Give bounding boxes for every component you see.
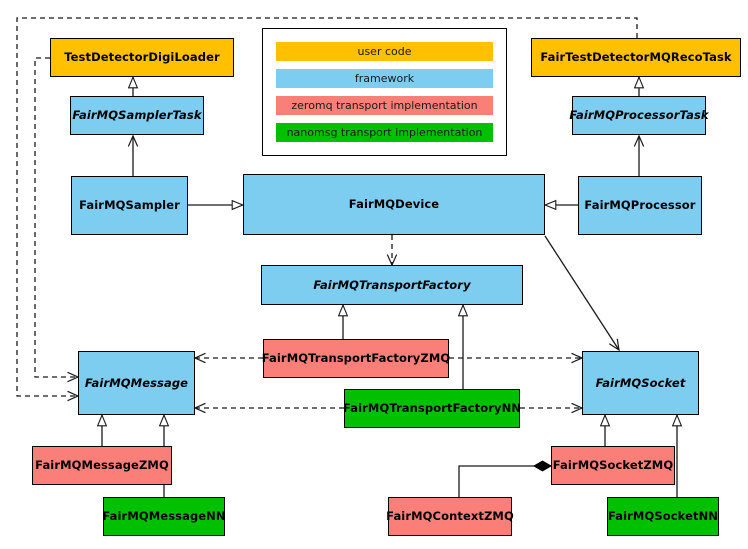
legend-label-user-code: user code [357,45,412,58]
class-node-fairmqsocketzmq[interactable]: FairMQSocketZMQ [551,446,675,485]
class-label-fairmqsocket: FairMQSocket [595,375,686,390]
legend-label-zeromq: zeromq transport implementation [291,99,478,112]
class-node-testdetectordigiloader[interactable]: TestDetectorDigiLoader [50,38,234,77]
legend-item-user-code: user code [276,42,493,61]
legend-item-zeromq: zeromq transport implementation [276,96,493,115]
class-label-testdetectordigiloader: TestDetectorDigiLoader [64,50,220,65]
class-node-fairmqtransportfactory[interactable]: FairMQTransportFactory [261,265,523,305]
class-label-fairmqmessagezmq: FairMQMessageZMQ [35,458,169,473]
edge-device-socket [544,235,619,350]
edge-socketzmq-contextzmq [458,460,553,497]
legend-label-framework: framework [354,72,415,85]
legend-item-nanomsg: nanomsg transport implementation [276,123,493,142]
class-node-fairmqsampler[interactable]: FairMQSampler [71,176,188,235]
class-node-fairmqsocketnn[interactable]: FairMQSocketNN [607,497,719,536]
class-node-fairmqmessagezmq[interactable]: FairMQMessageZMQ [32,446,172,485]
class-label-fairmqsocketzmq: FairMQSocketZMQ [552,458,674,473]
class-label-fairmqsocketnn: FairMQSocketNN [607,509,719,524]
class-node-fairmqsamplertask[interactable]: FairMQSamplerTask [70,96,204,135]
class-node-fairmqprocessortask[interactable]: FairMQProcessorTask [569,96,709,135]
class-label-fairmqmessagenn: FairMQMessageNN [102,509,226,524]
legend-item-framework: framework [276,69,493,88]
class-label-fairmqdevice: FairMQDevice [348,197,440,212]
class-label-fairmqprocessortask: FairMQProcessorTask [569,108,709,123]
class-label-fairmqprocessor: FairMQProcessor [584,198,696,213]
class-node-fairmqcontextzmq[interactable]: FairMQContextZMQ [386,497,514,536]
class-label-fairmqsampler: FairMQSampler [79,198,180,213]
color-legend: user code framework zeromq transport imp… [262,28,507,156]
class-node-fairmqmessage[interactable]: FairMQMessage [78,351,195,415]
class-node-fairmqtransportfactorynn[interactable]: FairMQTransportFactoryNN [342,389,522,428]
legend-label-nanomsg: nanomsg transport implementation [286,126,483,139]
class-label-fairtestdetectormqrecotask: FairTestDetectorMQRecoTask [540,50,732,65]
class-node-fairmqdevice[interactable]: FairMQDevice [243,174,545,235]
class-label-fairmqtransportfactorynn: FairMQTransportFactoryNN [342,401,522,416]
class-node-fairmqtransportfactoryzmq[interactable]: FairMQTransportFactoryZMQ [261,339,451,378]
class-label-fairmqcontextzmq: FairMQContextZMQ [386,509,514,524]
class-node-fairmqmessagenn[interactable]: FairMQMessageNN [102,497,226,536]
class-node-fairmqsocket[interactable]: FairMQSocket [582,351,699,415]
class-label-fairmqmessage: FairMQMessage [84,375,189,390]
class-node-fairmqprocessor[interactable]: FairMQProcessor [578,176,702,235]
class-label-fairmqtransportfactory: FairMQTransportFactory [313,277,471,292]
class-node-fairtestdetectormqrecotask[interactable]: FairTestDetectorMQRecoTask [531,38,741,77]
class-label-fairmqsamplertask: FairMQSamplerTask [72,108,202,123]
class-label-fairmqtransportfactoryzmq: FairMQTransportFactoryZMQ [261,351,451,366]
